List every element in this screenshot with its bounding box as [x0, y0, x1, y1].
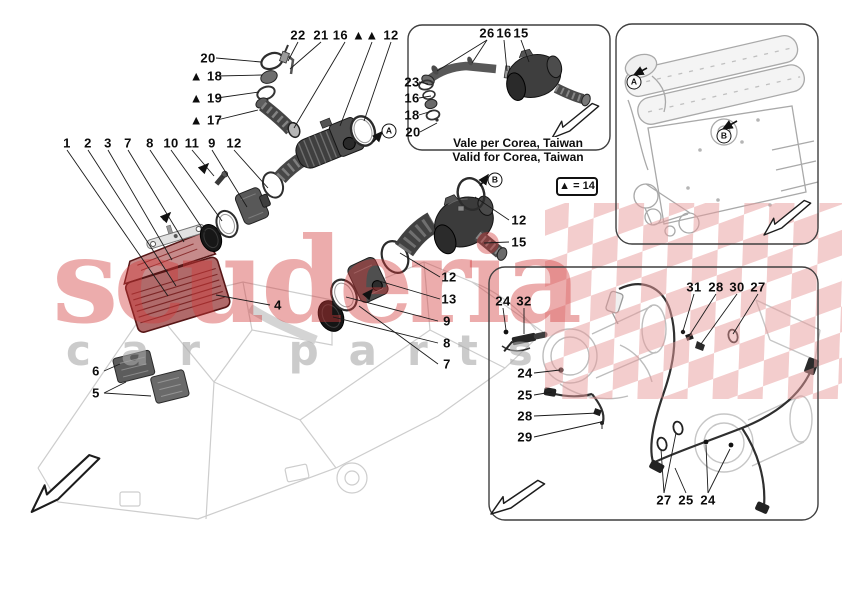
view-marker-B: B	[487, 172, 503, 188]
intake-top-assembly	[255, 44, 377, 169]
part-callout-26: 26	[479, 25, 495, 41]
part-callout-6: 6	[92, 363, 100, 379]
watermark-subtitle-text: car parts	[66, 326, 563, 375]
engine-view-b-arrow-icon	[721, 120, 738, 130]
watermark-brand-text: scuderia	[52, 211, 582, 350]
part-callout-3: 3	[104, 135, 112, 151]
part-callout-29: 29	[517, 429, 533, 445]
part-callout-24: 24	[700, 492, 716, 508]
part-callout-9: 9	[443, 313, 451, 329]
corea-inset-border	[407, 24, 611, 151]
part-callout-7: 7	[443, 356, 451, 372]
part-callout-9: 9	[208, 135, 216, 151]
part-callout-27: 27	[656, 492, 672, 508]
part-callout-18: 18	[404, 107, 420, 123]
part-callout-12: 12	[511, 212, 527, 228]
part-callout-28: 28	[517, 408, 533, 424]
part-callout-▲17: ▲ 17	[189, 112, 223, 128]
part-callout-13: 13	[441, 291, 457, 307]
part-callout-23: 23	[404, 74, 420, 90]
engine-view-a-arrow-icon	[632, 66, 648, 76]
part-callout-21: 21	[313, 27, 329, 43]
part-callout-30: 30	[729, 279, 745, 295]
part-callout-12: 12	[383, 27, 399, 43]
part-callout-▲18: ▲ 18	[189, 68, 223, 84]
corea-inset-art	[418, 48, 591, 122]
part-callout-12: 12	[226, 135, 242, 151]
part-callout-4: 4	[274, 297, 282, 313]
intake-chain-center	[317, 177, 508, 332]
part-callout-22: 22	[290, 27, 306, 43]
inset-borders	[407, 23, 819, 521]
part-callout-8: 8	[443, 335, 451, 351]
view-marker-B: B	[716, 128, 732, 144]
engine-inset-border	[615, 23, 819, 245]
part-callout-16▲: 16 ▲	[332, 27, 366, 43]
part-callout-20: 20	[200, 50, 216, 66]
part-callout-▲: ▲	[365, 27, 379, 43]
part-callout-15: 15	[511, 234, 527, 250]
part-callout-7: 7	[124, 135, 132, 151]
part-callout-32: 32	[516, 293, 532, 309]
part-callout-20: 20	[405, 124, 421, 140]
part-callout-16: 16	[496, 25, 512, 41]
part-callout-27: 27	[750, 279, 766, 295]
part-callout-15: 15	[513, 25, 529, 41]
part-callout-24: 24	[495, 293, 511, 309]
view-marker-A: A	[381, 123, 397, 139]
corea-caption-italian: Vale per Corea, Taiwan	[449, 137, 587, 149]
view-marker-A: A	[626, 74, 642, 90]
part-callout-24: 24	[517, 365, 533, 381]
ecu-modules	[112, 349, 190, 404]
part-callout-5: 5	[92, 385, 100, 401]
leader-lines	[66, 39, 759, 494]
assembly-direction-arrows	[159, 66, 738, 301]
view-a-arrow-icon	[372, 130, 384, 143]
sensors-inset-border	[488, 266, 819, 521]
air-filter-housing	[123, 232, 231, 333]
part-callout-12: 12	[441, 269, 457, 285]
part-callout-25: 25	[517, 387, 533, 403]
part-callout-31: 31	[686, 279, 702, 295]
part-callout-1: 1	[63, 135, 71, 151]
corea-caption-english: Valid for Corea, Taiwan	[448, 151, 588, 163]
part-callout-25: 25	[678, 492, 694, 508]
part-callout-8: 8	[146, 135, 154, 151]
part-callout-▲19: ▲ 19	[189, 90, 223, 106]
part-callout-2: 2	[84, 135, 92, 151]
view-b-arrow-icon	[478, 173, 489, 187]
part-callout-16: 16	[404, 90, 420, 106]
part-callout-10: 10	[163, 135, 179, 151]
part-callout-28: 28	[708, 279, 724, 295]
part-callout-11: 11	[184, 135, 200, 151]
triangle-legend-badge: ▲ = 14	[556, 177, 598, 196]
